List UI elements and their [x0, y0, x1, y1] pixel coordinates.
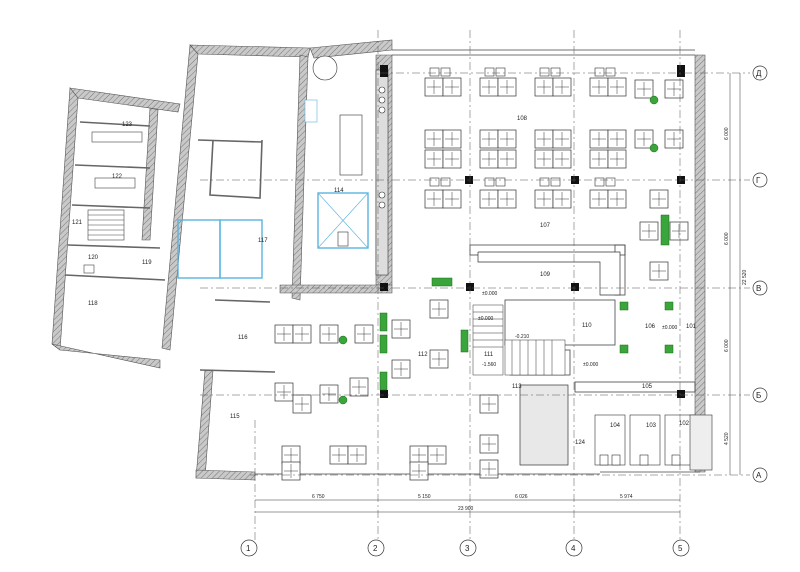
partitions-annex: [64, 121, 276, 373]
dimension-total: 22 520: [742, 269, 748, 285]
axis-label: Д: [756, 69, 762, 78]
level-marks: ±0.000 ±0.000 -0.210 -1.560 ±0.000 ±0.00…: [478, 291, 677, 368]
room-label: 124: [575, 440, 586, 446]
room-label: 110: [582, 323, 592, 329]
room-label: 122: [112, 174, 123, 180]
room-label: 107: [540, 223, 551, 229]
dimension-value: 5 150: [418, 494, 431, 500]
dimension-total: 23 900: [458, 506, 474, 512]
room-label: 108: [517, 116, 528, 122]
level-mark: -1.560: [482, 362, 496, 368]
axis-label: А: [756, 471, 762, 480]
room-label: 117: [258, 238, 268, 244]
horizontal-axis-markers: [752, 65, 768, 483]
level-mark: ±0.000: [662, 325, 677, 331]
room-label: 115: [230, 414, 240, 420]
axis-lines: [200, 30, 750, 540]
dimension-value: 4 520: [724, 432, 730, 445]
horizontal-axis-labels: Д Г В Б А: [756, 69, 762, 480]
planters: [338, 95, 674, 405]
room-label: 118: [88, 301, 98, 307]
dimension-value: 5 974: [620, 494, 633, 500]
dimension-value: 6 000: [724, 339, 730, 352]
dimension-value: 6 000: [724, 232, 730, 245]
room-label: 116: [238, 335, 248, 341]
main-stairs: [472, 304, 566, 376]
building-outline: [255, 49, 700, 475]
level-mark: ±0.000: [482, 291, 497, 297]
annex-stairs: [87, 209, 125, 241]
room-label: 103: [646, 423, 657, 429]
dimension-lines: [255, 73, 741, 513]
room-label: 113: [512, 384, 522, 390]
dimension-value: 6 000: [724, 127, 730, 140]
glass-partitions: [177, 192, 369, 279]
level-mark: -0.210: [515, 334, 529, 340]
level-mark: ±0.000: [478, 316, 493, 322]
dimension-texts: 6 750 5 150 6 026 5 974 23 900 6 000 6 0…: [312, 127, 748, 512]
axis-label: 3: [465, 544, 470, 553]
axis-label: Б: [756, 391, 761, 400]
level-mark: ±0.000: [583, 362, 598, 368]
room-label: 112: [418, 352, 428, 358]
room-label: 109: [540, 272, 551, 278]
room-labels: 123 122 121 120 119 118 117 116 115 114 …: [72, 116, 697, 446]
room-label: 121: [72, 220, 83, 226]
dimension-value: 6 750: [312, 494, 325, 500]
vertical-axis-markers: [240, 539, 690, 557]
annex-desks: [83, 131, 143, 274]
axis-label: В: [756, 284, 761, 293]
dimension-value: 6 026: [515, 494, 528, 500]
room-label: 111: [484, 352, 494, 358]
room-label: 123: [122, 122, 133, 128]
axis-label: 2: [373, 544, 378, 553]
room-label: 114: [334, 188, 344, 194]
room-label: 120: [88, 255, 99, 261]
axis-label: 1: [246, 544, 251, 553]
room-label: 119: [142, 260, 152, 266]
room-label: 104: [610, 423, 621, 429]
axis-label: 5: [678, 544, 683, 553]
room-label: 105: [642, 384, 653, 390]
axis-label: Г: [756, 176, 761, 185]
dining-tables: [424, 67, 689, 281]
room-label: 101: [686, 324, 697, 330]
room-label: 102: [679, 421, 690, 427]
axis-label: 4: [571, 544, 576, 553]
room-label: 106: [645, 324, 656, 330]
bar-counter: [477, 251, 621, 466]
vertical-axis-labels: 1 2 3 4 5: [246, 544, 683, 553]
